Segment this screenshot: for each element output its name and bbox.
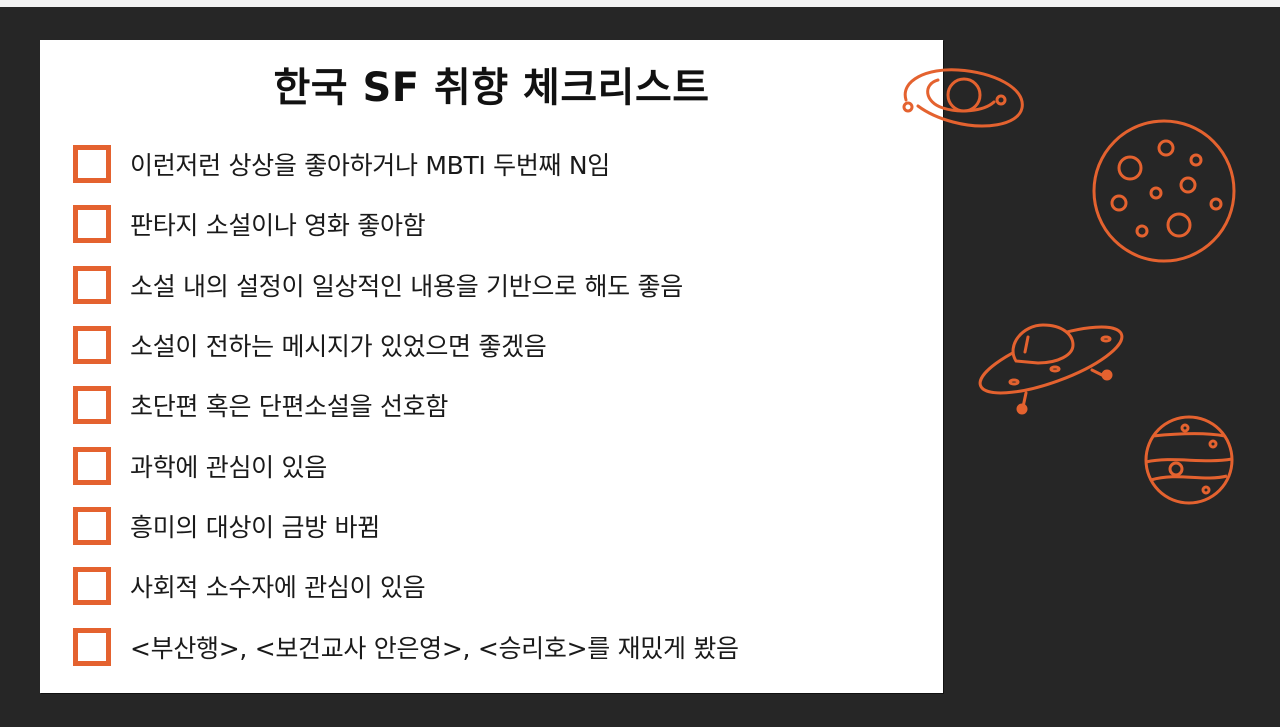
checkbox[interactable] xyxy=(73,205,111,243)
checklist-item-label: <부산행>, <보건교사 안은영>, <승리호>를 재밌게 봤음 xyxy=(130,634,739,663)
top-strip xyxy=(0,0,1280,7)
checklist-card xyxy=(40,40,943,693)
checklist-item[interactable]: 판타지 소설이나 영화 좋아함 xyxy=(73,204,426,244)
checkbox[interactable] xyxy=(73,326,111,364)
checklist-item-label: 판타지 소설이나 영화 좋아함 xyxy=(130,211,426,240)
checklist-item[interactable]: 흥미의 대상이 금방 바뀜 xyxy=(73,506,380,546)
page-title: 한국 SF 취향 체크리스트 xyxy=(273,65,710,111)
ufo-icon xyxy=(978,315,1128,420)
checkbox[interactable] xyxy=(73,266,111,304)
checklist-item-label: 흥미의 대상이 금방 바뀜 xyxy=(130,513,380,542)
checklist-item[interactable]: 소설이 전하는 메시지가 있었으면 좋겠음 xyxy=(73,325,547,365)
checklist-item[interactable]: <부산행>, <보건교사 안은영>, <승리호>를 재밌게 봤음 xyxy=(73,627,739,667)
galaxy-icon xyxy=(898,60,1028,135)
checkbox[interactable] xyxy=(73,145,111,183)
checkbox[interactable] xyxy=(73,567,111,605)
checklist-item[interactable]: 초단편 혹은 단편소설을 선호함 xyxy=(73,385,448,425)
cratered-planet-icon xyxy=(1090,118,1240,268)
checklist-item[interactable]: 이런저런 상상을 좋아하거나 MBTI 두번째 N임 xyxy=(73,144,610,184)
striped-planet-icon xyxy=(1143,414,1235,506)
checklist-item-label: 초단편 혹은 단편소설을 선호함 xyxy=(130,392,449,421)
checklist-item-label: 소설 내의 설정이 일상적인 내용을 기반으로 해도 좋음 xyxy=(130,272,683,301)
checkbox[interactable] xyxy=(73,447,111,485)
checkbox[interactable] xyxy=(73,507,111,545)
checklist-item-label: 이런저런 상상을 좋아하거나 MBTI 두번째 N임 xyxy=(130,151,611,180)
checklist-item[interactable]: 소설 내의 설정이 일상적인 내용을 기반으로 해도 좋음 xyxy=(73,265,683,305)
checklist-item[interactable]: 과학에 관심이 있음 xyxy=(73,446,327,486)
checklist-item-label: 소설이 전하는 메시지가 있었으면 좋겠음 xyxy=(130,332,547,361)
checkbox[interactable] xyxy=(73,386,111,424)
checklist-item[interactable]: 사회적 소수자에 관심이 있음 xyxy=(73,566,426,606)
checklist-item-label: 사회적 소수자에 관심이 있음 xyxy=(130,573,426,602)
checklist-item-label: 과학에 관심이 있음 xyxy=(130,453,327,482)
checkbox[interactable] xyxy=(73,628,111,666)
